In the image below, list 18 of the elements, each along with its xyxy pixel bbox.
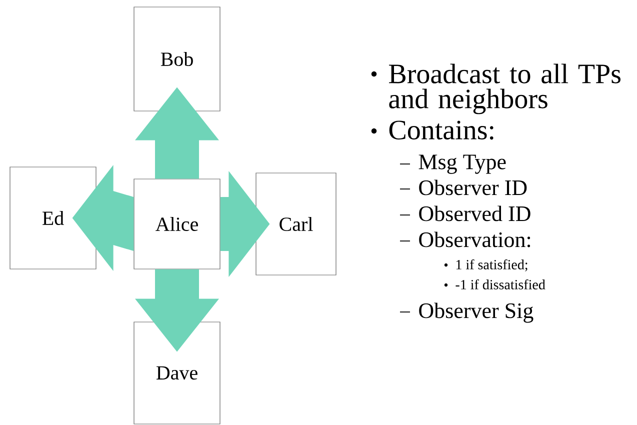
person-box: Carl — [256, 172, 336, 276]
list-item: Observed ID — [419, 206, 530, 222]
list-item: Broadcast to all TPs and neighbors — [389, 64, 620, 114]
list-item: Observer Sig — [419, 302, 534, 323]
list-item: -1 if dissatisfied — [456, 279, 546, 290]
block-arrow — [72, 165, 134, 271]
block-arrow — [220, 171, 270, 277]
block-arrow — [135, 269, 219, 352]
list-item: Observation: — [419, 232, 530, 248]
list-item: 1 if satisfied; — [456, 259, 528, 272]
list-item: Contains: — [389, 120, 494, 140]
block-arrow — [135, 87, 219, 179]
person-box: Bob — [134, 6, 220, 112]
list-item: Observer ID — [419, 180, 527, 196]
list-item: Msg Type — [418, 154, 506, 174]
person-box: Alice — [134, 178, 220, 270]
person-box: Dave — [134, 322, 220, 424]
person-box: Ed — [10, 166, 96, 270]
